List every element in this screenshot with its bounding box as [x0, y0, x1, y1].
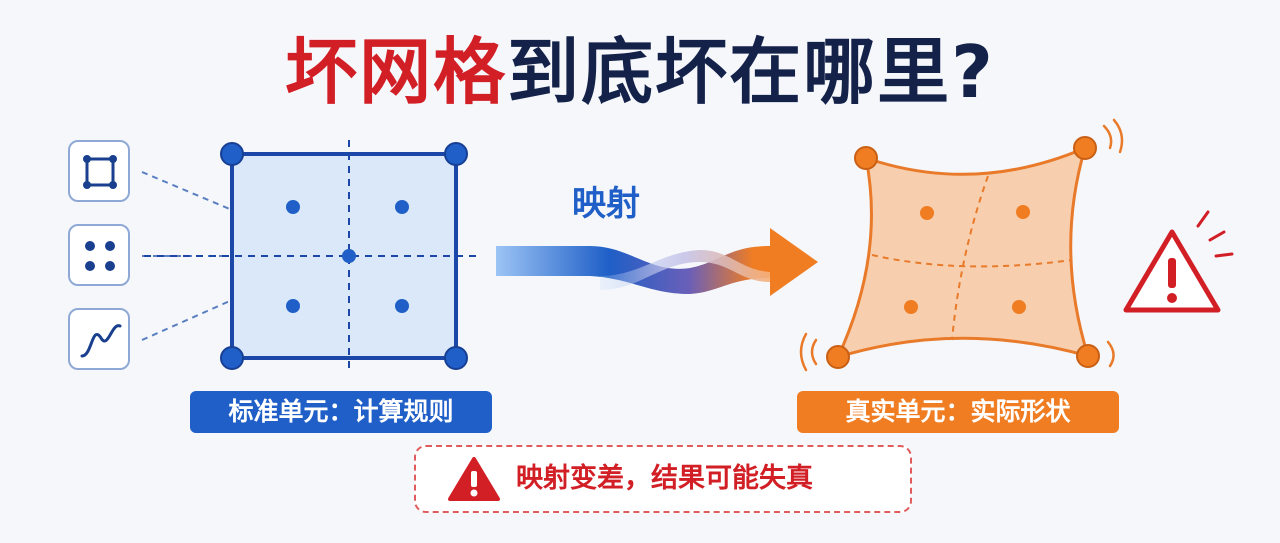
standard-element-label: 标准单元：计算规则	[190, 391, 492, 433]
real-element	[826, 136, 1100, 369]
warning-text: 映射变差，结果可能失真	[516, 463, 813, 494]
title-highlight: 坏网格	[285, 30, 508, 114]
real-element-label: 真实单元：实际形状	[797, 391, 1119, 433]
warning-banner: 映射变差，结果可能失真	[414, 445, 912, 513]
mapping-label: 映射	[572, 184, 640, 224]
alert-icon	[448, 457, 500, 501]
mapping-arrow	[496, 228, 818, 296]
warning-triangle-icon	[1123, 210, 1234, 313]
wobble-marks	[799, 118, 1124, 372]
shape-function-icon	[68, 308, 130, 370]
square-element-icon	[68, 140, 130, 202]
title-rest: 到底坏在哪里?	[507, 30, 995, 114]
gauss-points-icon	[68, 224, 130, 286]
standard-element	[144, 140, 476, 372]
page-title: 坏网格到底坏在哪里?	[0, 24, 1280, 120]
